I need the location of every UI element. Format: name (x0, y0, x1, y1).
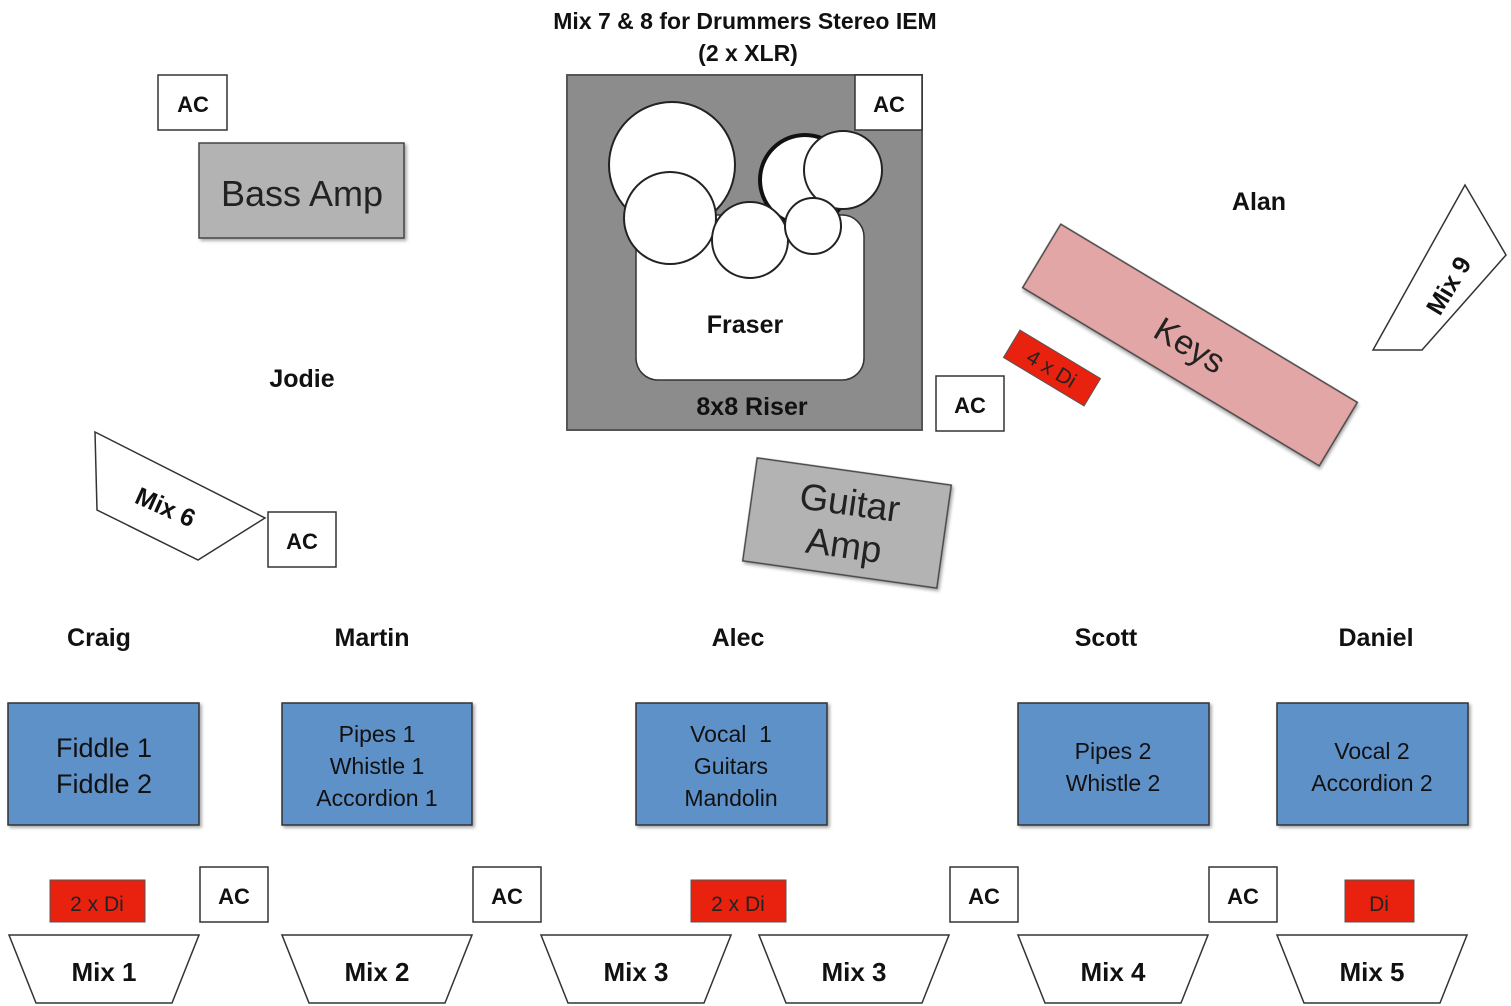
jodie-name: Jodie (269, 365, 334, 393)
instrument-label: Whistle 2 (1066, 770, 1161, 796)
ac-outlet: AC (199, 866, 269, 923)
ac-outlet: AC (472, 866, 542, 923)
keys-player-name: Alan (1232, 188, 1286, 216)
ac-label: AC (218, 884, 250, 909)
instrument-label: Vocal 2 (1334, 738, 1409, 764)
craig-di-box: 2 x Di (49, 879, 146, 923)
musician-craig: Craig Fiddle 1 Fiddle 2 (7, 624, 200, 826)
ac-label: AC (1227, 884, 1259, 909)
drum-riser: Fraser 8x8 Riser (566, 74, 923, 431)
wedge-mix-4: Mix 4 (1016, 934, 1210, 1004)
wedge-mix-1: Mix 1 (7, 934, 201, 1004)
musician-daniel: Daniel Vocal 2 Accordion 2 (1276, 624, 1469, 826)
drummer-name: Fraser (707, 311, 784, 339)
ac-outlet: AC (1208, 866, 1278, 923)
wedge-label: Mix 5 (1339, 957, 1404, 987)
ac-label: AC (177, 92, 209, 117)
daniel-di-box: Di (1344, 879, 1415, 923)
ac-outlet: AC (267, 511, 337, 568)
di-label: 2 x Di (70, 893, 124, 916)
guitar-amp: Guitar Amp (741, 457, 953, 589)
alec-di-box: 2 x Di (690, 879, 787, 923)
wedge-mix-2: Mix 2 (280, 934, 474, 1004)
instrument-label: Guitars (694, 753, 768, 779)
ac-outlet: AC (854, 74, 923, 131)
musician-martin: Martin Pipes 1 Whistle 1 Accordion 1 (281, 624, 473, 826)
instrument-label: Fiddle 1 (56, 733, 152, 763)
mix-9-wedge: Mix 9 (1371, 183, 1507, 351)
musician-name: Martin (335, 624, 410, 652)
musician-name: Scott (1075, 624, 1138, 652)
instrument-label: Pipes 1 (339, 721, 416, 747)
drum-shell (623, 171, 717, 265)
instrument-label: Accordion 1 (316, 785, 437, 811)
ac-label: AC (286, 529, 318, 554)
instrument-label: Accordion 2 (1311, 770, 1432, 796)
keys-di-box: 4 x Di (1002, 329, 1102, 407)
keys-position: Alan Keys 4 x Di Mix 9 (1002, 183, 1507, 467)
musician-scott: Scott Pipes 2 Whistle 2 (1017, 624, 1210, 826)
keyboard: Keys (1021, 223, 1359, 467)
mix-6-wedge: Mix 6 (94, 430, 267, 561)
ac-label: AC (491, 884, 523, 909)
jodie-position: Jodie Mix 6 (94, 365, 335, 561)
ac-outlet: AC (157, 74, 228, 131)
drum-shell (803, 130, 883, 210)
ac-label: AC (954, 393, 986, 418)
ac-outlet: AC (949, 866, 1019, 923)
wedge-mix-5: Mix 5 (1275, 934, 1469, 1004)
musician-alec: Alec Vocal 1 Guitars Mandolin (635, 624, 828, 826)
bass-amp: Bass Amp (198, 142, 405, 239)
wedge-label: Mix 3 (603, 957, 668, 987)
musician-name: Craig (67, 624, 131, 652)
instrument-label: Fiddle 2 (56, 769, 152, 799)
wedge-label: Mix 1 (71, 957, 136, 987)
drum-shell (711, 201, 789, 279)
di-label: 2 x Di (711, 893, 765, 916)
bass-amp-label: Bass Amp (221, 173, 383, 214)
ac-label: AC (873, 92, 905, 117)
wedge-label: Mix 2 (344, 957, 409, 987)
musician-name: Daniel (1338, 624, 1413, 652)
riser-label: 8x8 Riser (696, 393, 807, 421)
instrument-label: Mandolin (684, 785, 777, 811)
drum-monitor-heading: Mix 7 & 8 for Drummers Stereo IEM (553, 8, 936, 34)
wedge-label: Mix 4 (1080, 957, 1146, 987)
instrument-label: Whistle 1 (330, 753, 425, 779)
drum-shell (784, 197, 842, 255)
ac-outlet: AC (935, 375, 1005, 432)
instrument-label: Vocal 1 (690, 721, 772, 747)
musician-name: Alec (712, 624, 765, 652)
wedge-mix-3-left: Mix 3 (539, 934, 733, 1004)
wedge-mix-3-right: Mix 3 (757, 934, 951, 1004)
di-label: Di (1369, 893, 1389, 916)
ac-label: AC (968, 884, 1000, 909)
drum-monitor-subheading: (2 x XLR) (698, 40, 798, 66)
wedge-label: Mix 3 (821, 957, 886, 987)
instrument-label: Pipes 2 (1075, 738, 1152, 764)
